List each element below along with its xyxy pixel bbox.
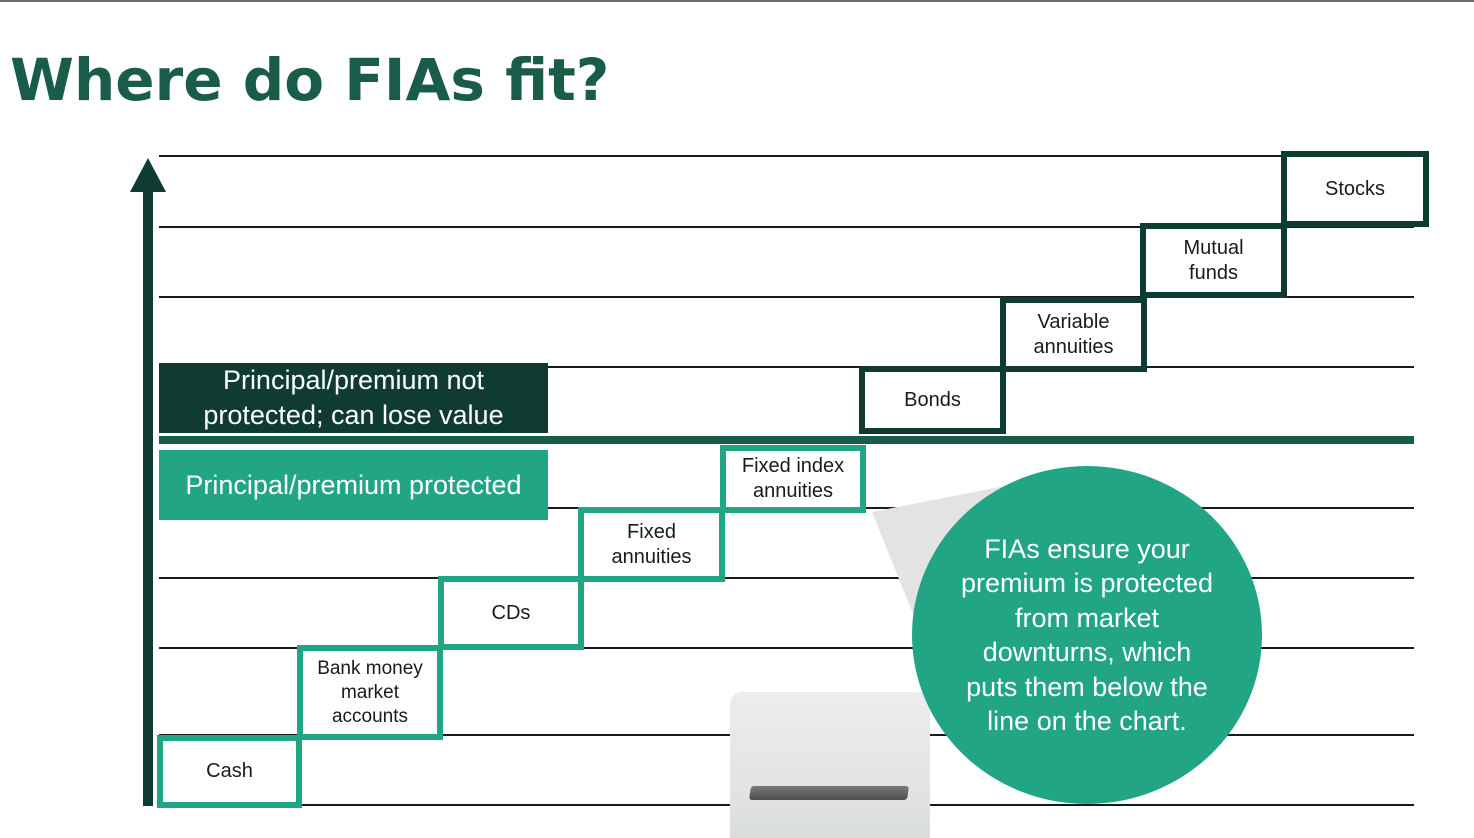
band-label-protected: Principal/premium protected bbox=[159, 450, 548, 520]
fia-callout: FIAs ensure your premium is protected fr… bbox=[912, 466, 1262, 804]
slide-title: Where do FIAs fit? bbox=[10, 46, 610, 114]
y-axis-arrow-icon bbox=[130, 158, 166, 192]
band-label-not-protected: Principal/premium not protected; can los… bbox=[159, 363, 548, 433]
step-bonds: Bonds bbox=[859, 366, 1006, 434]
step-stocks: Stocks bbox=[1281, 151, 1429, 227]
step-cds: CDs bbox=[438, 576, 584, 650]
photo-overlay bbox=[730, 692, 930, 838]
step-fixed-annuities: Fixed annuities bbox=[578, 507, 725, 582]
step-variable-annuities: Variable annuities bbox=[1000, 297, 1147, 372]
top-rule bbox=[0, 0, 1474, 2]
callout-line: from market bbox=[1014, 602, 1159, 633]
callout-line: puts them below the bbox=[966, 671, 1208, 702]
callout-text: FIAs ensure your premium is protected fr… bbox=[961, 532, 1213, 739]
callout-line: FIAs ensure your bbox=[984, 533, 1190, 564]
callout-line: downturns, which bbox=[982, 637, 1192, 667]
step-fixed-index-annuities: Fixed index annuities bbox=[720, 445, 866, 513]
callout-line: premium is protected bbox=[960, 568, 1214, 598]
laptop-device-icon bbox=[749, 786, 909, 800]
step-mutual-funds: Mutual funds bbox=[1140, 223, 1287, 298]
step-cash: Cash bbox=[157, 735, 302, 808]
callout-line: line on the chart. bbox=[987, 706, 1187, 736]
step-bank-money-market: Bank money market accounts bbox=[297, 645, 443, 740]
